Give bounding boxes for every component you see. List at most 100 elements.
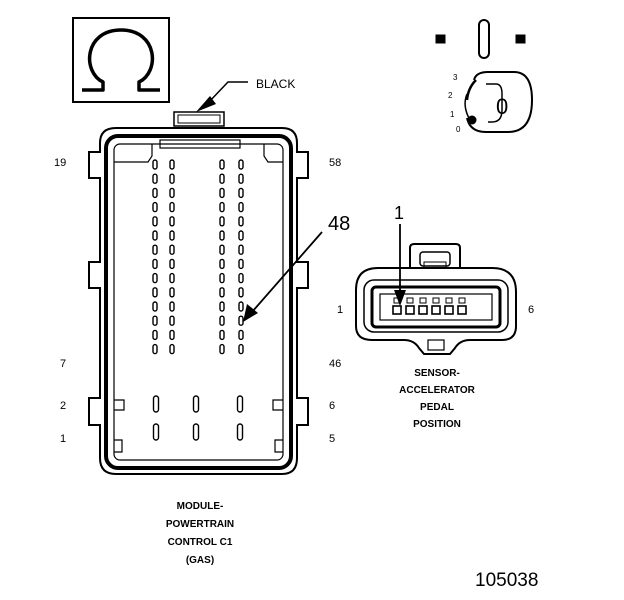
pcm-pin-cavity xyxy=(152,329,158,341)
ignition-pos-3: 3 xyxy=(453,73,458,82)
pcm-pin-cavity xyxy=(219,329,225,341)
pin-label-58: 58 xyxy=(329,157,342,169)
app-caption-line-4: POSITION xyxy=(413,419,461,430)
app-connector xyxy=(355,243,517,355)
pcm-pin-cavity xyxy=(219,301,225,312)
app-caption-line-1: SENSOR- xyxy=(414,368,460,379)
pcm-pin-cavity xyxy=(238,329,244,341)
pcm-pin-cavity xyxy=(219,201,225,213)
pcm-pin-cavity xyxy=(169,301,175,312)
pcm-pin-cavity xyxy=(169,187,175,199)
app-pin-latch xyxy=(419,297,427,304)
pcm-pin-cavity xyxy=(152,272,158,284)
app-pin-latch xyxy=(445,297,453,304)
pcm-pin-cavity xyxy=(169,159,175,170)
ignition-key-label: 0 xyxy=(496,94,509,119)
pcm-pin-cavity xyxy=(152,216,158,227)
app-caption-line-3: PEDAL xyxy=(420,402,454,413)
pcm-pin-cavity xyxy=(169,201,175,213)
pcm-pin-cavity xyxy=(169,315,175,326)
pcm-caption-line-2: POWERTRAIN xyxy=(165,519,235,530)
callout-48-label: 48 xyxy=(328,213,351,235)
pcm-pin-cavity xyxy=(219,173,225,184)
pcm-pin-cavity xyxy=(238,244,244,255)
pcm-pin-cavity xyxy=(238,301,244,312)
pcm-pin-cavity xyxy=(219,315,225,326)
figure-id: 105038 xyxy=(475,570,539,591)
callout-1-arrow xyxy=(394,224,406,306)
pcm-pin-cavity xyxy=(219,244,225,255)
pcm-pin-cavity xyxy=(238,216,244,227)
pcm-pin-cavity xyxy=(152,201,158,213)
pcm-pin-cavity xyxy=(238,230,244,241)
pcm-pin-cavity xyxy=(219,272,225,284)
pcm-pin-cavity xyxy=(152,187,158,199)
app-caption: SENSOR- ACCELERATOR PEDAL POSITION xyxy=(374,365,500,433)
ignition-pos-0: 0 xyxy=(456,125,461,134)
pin-label-19: 19 xyxy=(54,157,67,169)
app-pin-latch xyxy=(458,297,466,304)
pcm-pin-cavity xyxy=(169,287,175,298)
callout-1-label: 1 xyxy=(394,203,405,223)
pcm-pin-cavity xyxy=(219,230,225,241)
pcm-large-pin-cavity xyxy=(236,395,244,413)
pcm-pin-cavity xyxy=(169,329,175,341)
app-pin-cavity xyxy=(444,305,454,315)
app-pin-latch xyxy=(406,297,414,304)
omega-icon xyxy=(82,28,160,92)
pcm-pin-cavity xyxy=(169,216,175,227)
pcm-pin-cavity xyxy=(169,230,175,241)
pin-label-5: 5 xyxy=(329,433,336,445)
app-pin-cavity xyxy=(418,305,428,315)
app-pin-label-1: 1 xyxy=(337,304,344,316)
ignition-pos-1: 1 xyxy=(450,110,455,119)
pcm-large-pin-cavity xyxy=(236,423,244,441)
pcm-pin-cavity xyxy=(219,159,225,170)
pcm-large-pin-cavity xyxy=(152,423,160,441)
pcm-pin-cavity xyxy=(219,216,225,227)
pcm-pin-cavity xyxy=(238,159,244,170)
app-pin-cavity xyxy=(392,305,402,315)
pcm-connector xyxy=(88,111,309,475)
pcm-caption-line-4: (GAS) xyxy=(185,555,215,566)
pcm-pin-cavity xyxy=(152,230,158,241)
black-leader xyxy=(196,81,248,112)
ignition-pos-2: 2 xyxy=(448,91,453,100)
pcm-pin-cavity xyxy=(169,258,175,270)
pcm-pin-cavity xyxy=(219,287,225,298)
pcm-pin-cavity xyxy=(152,173,158,184)
pcm-pin-cavity xyxy=(238,201,244,213)
pcm-pin-cavity xyxy=(152,244,158,255)
pcm-pin-cavity xyxy=(152,343,158,355)
pin-label-2: 2 xyxy=(60,400,67,412)
pcm-pin-cavity xyxy=(169,272,175,284)
pcm-pin-cavity xyxy=(219,258,225,270)
pcm-pin-cavities xyxy=(152,159,244,441)
pcm-pin-cavity xyxy=(238,272,244,284)
pcm-pin-cavity xyxy=(169,173,175,184)
app-pin-latch xyxy=(432,297,440,304)
pin-label-46: 46 xyxy=(329,358,342,370)
app-pin-cavity xyxy=(431,305,441,315)
pcm-large-pin-cavity xyxy=(152,395,160,413)
pcm-pin-cavity xyxy=(238,315,244,326)
pcm-caption-line-3: CONTROL C1 xyxy=(167,537,233,548)
pcm-large-pin-cavity xyxy=(192,423,200,441)
pcm-pin-cavity xyxy=(238,173,244,184)
callout-48-arrow xyxy=(243,231,323,322)
app-pin-cavities xyxy=(392,297,467,315)
omega-symbol-box xyxy=(72,17,170,103)
app-pin-cavity xyxy=(405,305,415,315)
pcm-pin-cavity xyxy=(219,187,225,199)
pcm-pin-cavity xyxy=(152,315,158,326)
pcm-caption: MODULE- POWERTRAIN CONTROL C1 (GAS) xyxy=(136,498,264,570)
pcm-pin-cavity xyxy=(169,343,175,355)
pcm-pin-cavity xyxy=(219,343,225,355)
pcm-pin-cavity xyxy=(152,159,158,170)
pcm-caption-line-1: MODULE- xyxy=(176,501,224,512)
pcm-pin-cavity xyxy=(238,287,244,298)
pcm-pin-cavity xyxy=(238,258,244,270)
black-label: BLACK xyxy=(256,77,296,91)
app-caption-line-2: ACCELERATOR xyxy=(399,385,475,396)
